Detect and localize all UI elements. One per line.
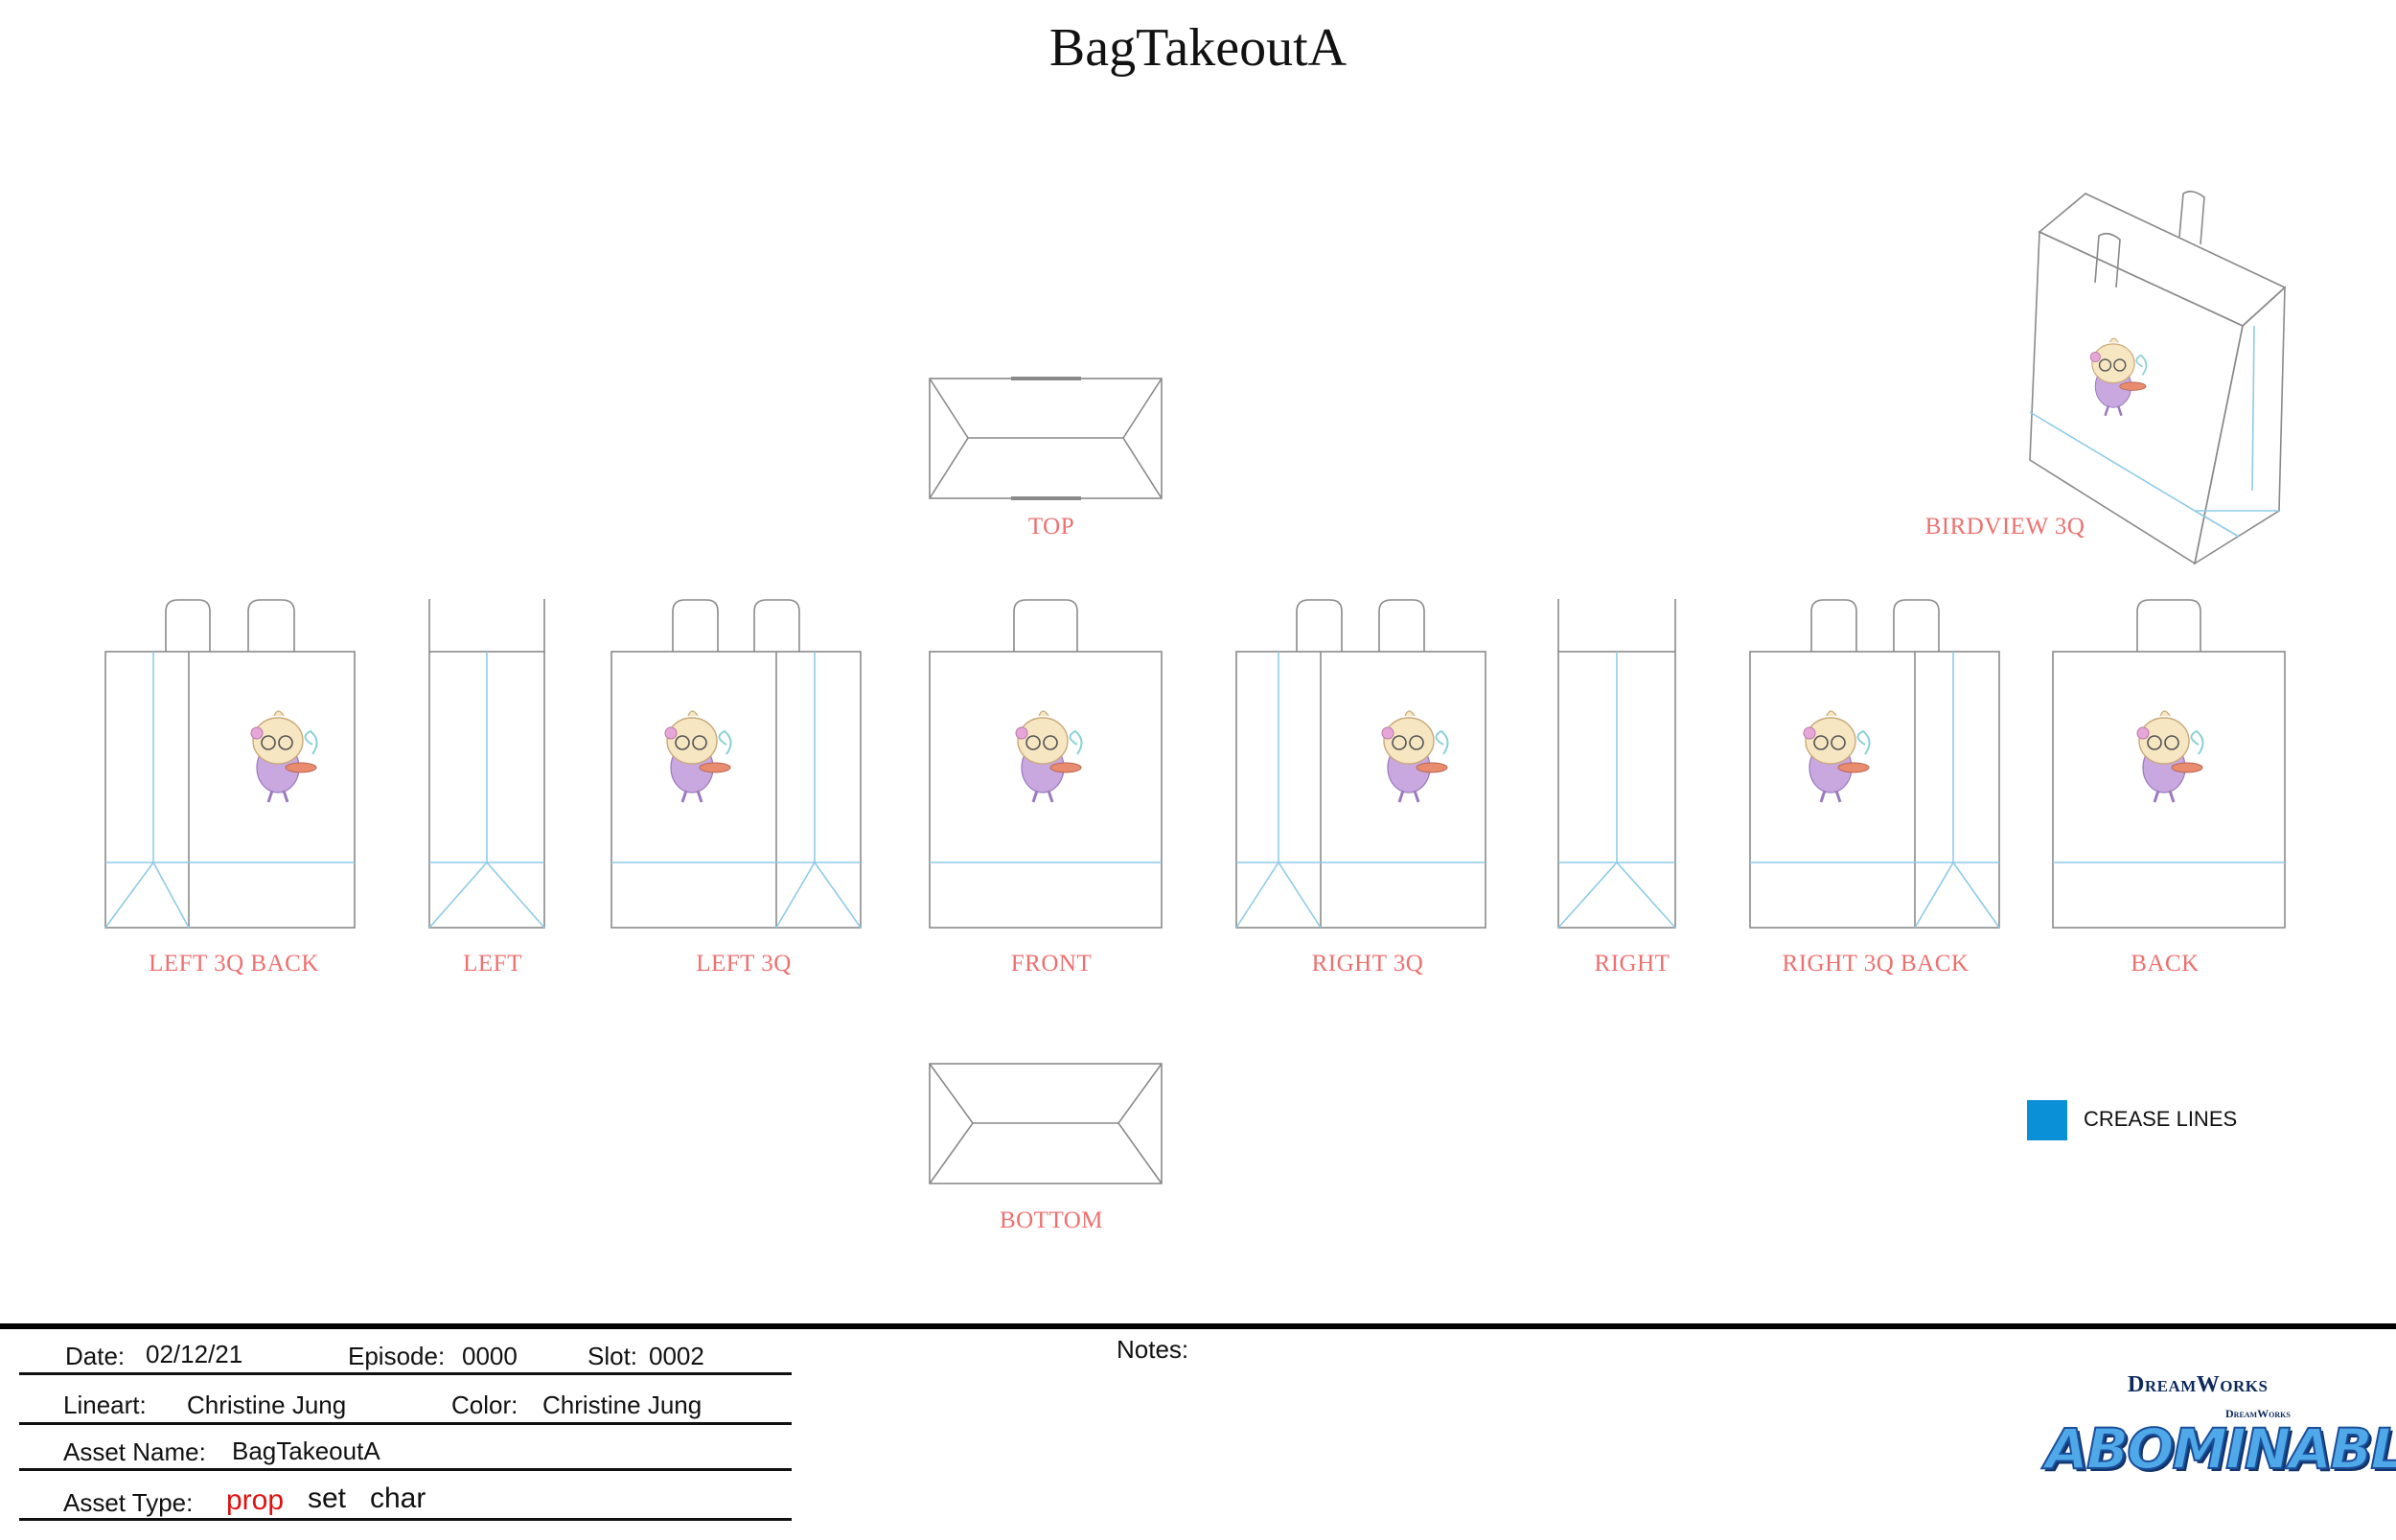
bottom-view-drawing [929, 1063, 1163, 1184]
abominable-logo: ABOMINABLE [2044, 1415, 2396, 1483]
view-label-left-3q: LEFT 3Q [696, 951, 792, 977]
notes-label: Notes: [1117, 1335, 1189, 1364]
asset-type-label: Asset Type: [63, 1488, 194, 1517]
episode-label: Episode: [348, 1342, 446, 1370]
right-3q-back-drawing [1749, 599, 2000, 929]
view-label-right-3q-back: RIGHT 3Q BACK [1782, 951, 1970, 977]
episode-value: 0000 [462, 1342, 518, 1370]
crease-lines-swatch [2027, 1100, 2067, 1140]
asset-type-set[interactable]: set [308, 1483, 347, 1514]
view-label-right-3q: RIGHT 3Q [1311, 951, 1424, 977]
slot-value: 0002 [649, 1342, 704, 1370]
view-label-left-3q-back: LEFT 3Q BACK [149, 951, 319, 977]
view-label-left: LEFT [463, 951, 522, 977]
asset-type-prop[interactable]: prop [226, 1484, 285, 1516]
lineart-label: Lineart: [63, 1391, 147, 1419]
left-view-drawing [428, 599, 545, 929]
view-label-back: BACK [2131, 951, 2200, 977]
date-label: Date: [65, 1342, 126, 1370]
slot-label: Slot: [587, 1342, 638, 1370]
asset-name-value: BagTakeoutA [232, 1437, 380, 1465]
view-label-birdview-3q: BIRDVIEW 3Q [1924, 514, 2085, 540]
footer-rule-2 [19, 1422, 792, 1425]
top-view-drawing [929, 377, 1163, 500]
left-3q-back-drawing [104, 599, 356, 929]
footer-rule-1 [19, 1372, 792, 1375]
view-label-right: RIGHT [1594, 951, 1670, 977]
view-label-bottom: BOTTOM [999, 1207, 1104, 1233]
footer-rule-3 [19, 1468, 792, 1471]
lineart-value: Christine Jung [187, 1391, 347, 1419]
crease-lines-label: CREASE LINES [2084, 1107, 2238, 1131]
view-label-top: TOP [1027, 514, 1075, 540]
color-label: Color: [451, 1391, 518, 1419]
birdview-3q-drawing [2029, 190, 2287, 565]
back-view-drawing [2052, 599, 2286, 929]
asset-type-char[interactable]: char [370, 1483, 426, 1514]
color-value: Christine Jung [542, 1391, 703, 1419]
right-view-drawing [1557, 599, 1676, 929]
date-value: 02/12/21 [146, 1340, 243, 1368]
right-3q-drawing [1235, 599, 1486, 929]
left-3q-drawing [611, 599, 862, 929]
dreamworks-logo: DreamWorks [2128, 1372, 2269, 1397]
view-label-front: FRONT [1010, 951, 1093, 977]
sheet-title: BagTakeoutA [1048, 18, 1348, 78]
asset-name-label: Asset Name: [63, 1437, 206, 1466]
footer-rule-4 [19, 1518, 792, 1521]
dreamworks-small-logo: DreamWorks [2225, 1407, 2291, 1420]
front-view-drawing [929, 599, 1163, 929]
footer-divider [0, 1323, 2396, 1329]
